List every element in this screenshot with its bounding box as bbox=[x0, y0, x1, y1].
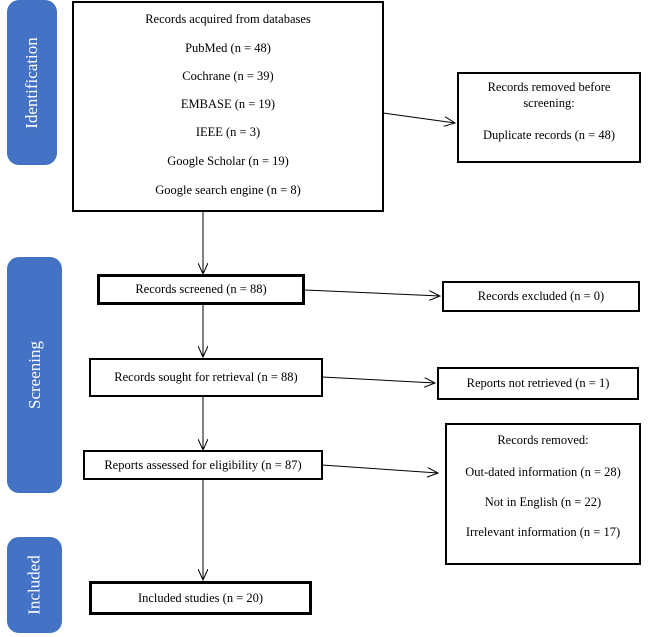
source-google-scholar: Google Scholar (n = 19) bbox=[167, 154, 289, 168]
source-ieee: IEEE (n = 3) bbox=[195, 125, 261, 139]
removed-irrelevant: Irrelevant information (n = 17) bbox=[465, 525, 621, 539]
reports-assessed-box: Reports assessed for eligibility (n = 87… bbox=[83, 450, 323, 480]
source-embase: EMBASE (n = 19) bbox=[180, 97, 276, 111]
records-screened-label: Records screened (n = 88) bbox=[135, 282, 267, 296]
phase-included: Included bbox=[7, 537, 62, 633]
records-screened-box: Records screened (n = 88) bbox=[97, 274, 305, 305]
source-cochrane: Cochrane (n = 39) bbox=[182, 69, 274, 83]
reports-assessed-label: Reports assessed for eligibility (n = 87… bbox=[104, 457, 302, 472]
records-removed-box: Records removed: Out-dated information (… bbox=[445, 423, 641, 565]
reports-not-retrieved-label: Reports not retrieved (n = 1) bbox=[466, 376, 610, 390]
reports-not-retrieved-box: Reports not retrieved (n = 1) bbox=[437, 367, 639, 400]
removed-outdated: Out-dated information (n = 28) bbox=[465, 465, 621, 479]
included-studies-box: Included studies (n = 20) bbox=[89, 581, 312, 615]
source-pubmed: PubMed (n = 48) bbox=[185, 41, 271, 55]
removed-before-screening-box: Records removed before screening: Duplic… bbox=[457, 72, 641, 163]
removed-before-title-line2: screening: bbox=[523, 96, 575, 110]
identification-box: Records acquired from databases PubMed (… bbox=[72, 1, 384, 212]
identification-title: Records acquired from databases bbox=[145, 12, 311, 26]
source-google-search: Google search engine (n = 8) bbox=[155, 183, 301, 197]
arrow-sought-to-not-retrieved bbox=[321, 376, 435, 383]
included-studies-label: Included studies (n = 20) bbox=[137, 590, 264, 605]
removed-before-title-line1: Records removed before bbox=[487, 80, 611, 94]
phase-identification: Identification bbox=[7, 0, 57, 165]
records-sought-label: Records sought for retrieval (n = 88) bbox=[114, 370, 298, 384]
arrow-assessed-to-removed bbox=[321, 464, 438, 473]
arrow-screened-to-excluded bbox=[304, 289, 440, 296]
records-excluded-box: Records excluded (n = 0) bbox=[442, 281, 640, 312]
duplicate-records: Duplicate records (n = 48) bbox=[482, 128, 615, 142]
removed-not-english: Not in English (n = 22) bbox=[484, 495, 602, 509]
records-sought-box: Records sought for retrieval (n = 88) bbox=[89, 358, 323, 397]
phase-screening: Screening bbox=[7, 257, 62, 493]
records-removed-title: Records removed: bbox=[497, 433, 589, 447]
records-excluded-label: Records excluded (n = 0) bbox=[477, 289, 605, 303]
arrow-identification-to-removed bbox=[382, 112, 455, 123]
